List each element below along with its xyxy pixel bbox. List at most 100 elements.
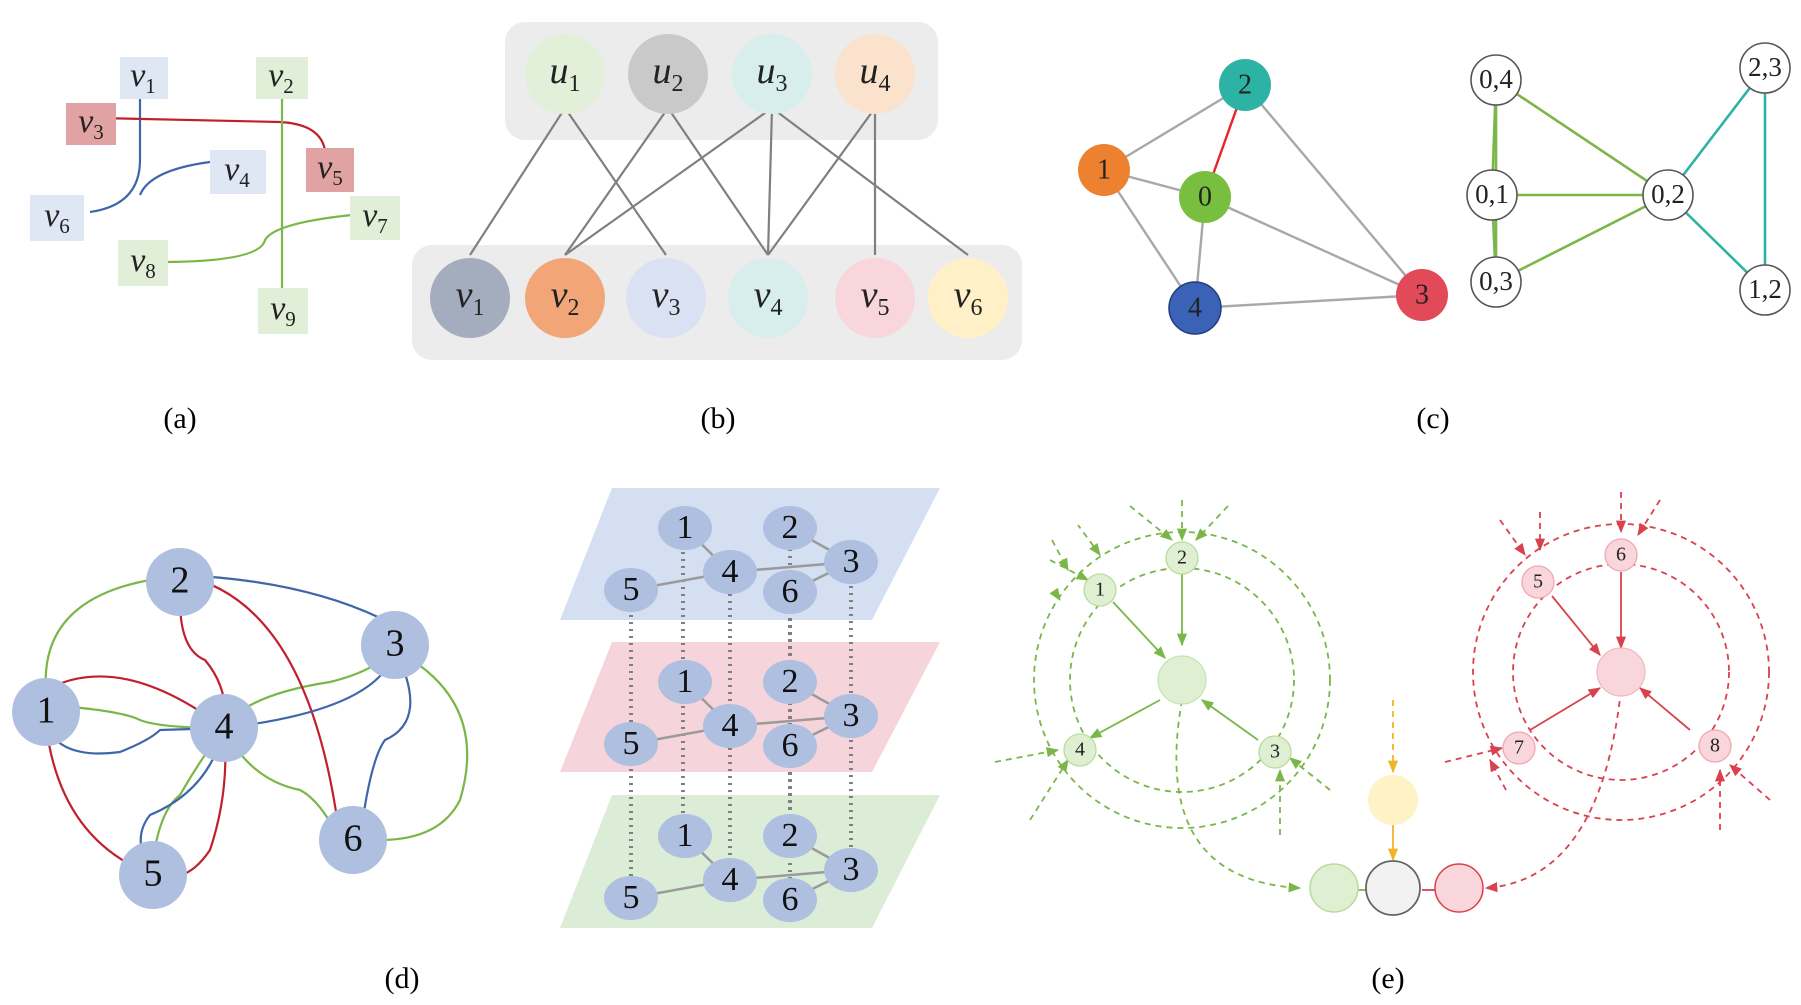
- panel-c-pair-label: 0,3: [1479, 266, 1513, 296]
- red-aggregate-node: [1434, 863, 1484, 913]
- layer-node-4: [703, 858, 757, 902]
- panel-a: [30, 57, 400, 334]
- panel-c-pair-label: 1,2: [1748, 274, 1782, 304]
- layer-node-label: 6: [782, 881, 799, 918]
- panel-c-node-3: [1396, 269, 1448, 321]
- panel-a-label-v1: v1: [130, 57, 156, 98]
- panel-c-pair-label: 0,1: [1475, 179, 1509, 209]
- caption-c: (c): [1416, 402, 1449, 435]
- panel-e-green-node-1: [1083, 573, 1117, 607]
- layer-node-label: 6: [782, 727, 799, 764]
- panel-b-bottom-label: v1: [456, 274, 485, 321]
- layer-node-label: 5: [623, 571, 640, 608]
- caption-e: (e): [1371, 962, 1404, 995]
- panel-d-node-4: [190, 694, 258, 762]
- panel-e: [994, 492, 1771, 916]
- target-node: [1365, 860, 1421, 916]
- layer-node-label: 1: [677, 509, 694, 546]
- panel-b-bottom-node: [835, 258, 915, 338]
- panel-c-node-label: 3: [1415, 279, 1429, 310]
- panel-b-bottom-node: [430, 258, 510, 338]
- panel-b-top-node: [835, 34, 915, 114]
- panel-c-pair-label: 0,4: [1479, 64, 1513, 94]
- panel-d-node-label: 6: [344, 818, 363, 860]
- panel-d-node-6: [319, 806, 387, 874]
- panel-c-pair-node: [1739, 42, 1791, 94]
- panel-c-pair-label: 0,2: [1651, 179, 1685, 209]
- panel-a-label-v7: v7: [362, 197, 388, 238]
- panel-e-red-label: 8: [1710, 735, 1720, 757]
- panel-b-bottom-node: [525, 258, 605, 338]
- panel-d-node-label: 1: [37, 690, 56, 732]
- panel-e-green-label: 2: [1177, 547, 1187, 569]
- panel-e-red-node-8: [1698, 729, 1732, 763]
- panel-e-red-label: 7: [1514, 737, 1524, 759]
- layer-node-6: [763, 570, 817, 614]
- green-center-node: [1157, 655, 1207, 705]
- panel-d-node-label: 4: [215, 706, 234, 748]
- layer-node-label: 3: [843, 851, 860, 888]
- layer-node-3: [824, 848, 878, 892]
- layer-node-label: 1: [677, 817, 694, 854]
- panel-b-top-node: [525, 34, 605, 114]
- panel-a-label-v2: v2: [268, 57, 294, 98]
- yellow-node: [1368, 775, 1418, 825]
- layer-node-label: 2: [782, 663, 799, 700]
- panel-d-node-label: 2: [171, 560, 190, 602]
- panel-d-node-label: 5: [144, 853, 163, 895]
- panel-e-red-node-6: [1604, 538, 1638, 572]
- panel-b-bottom-label: v4: [754, 274, 783, 321]
- panel-b-top-label: u4: [860, 50, 891, 97]
- panel-a-label-v6: v6: [44, 197, 70, 238]
- panel-b-top-label: u3: [757, 50, 788, 97]
- layer-node-1: [658, 506, 712, 550]
- panel-b-top-node: [732, 34, 812, 114]
- layer-node-label: 5: [623, 879, 640, 916]
- layer-node-2: [763, 660, 817, 704]
- panel-b-top-label: u1: [550, 50, 581, 97]
- panel-e-green-label: 1: [1095, 579, 1105, 601]
- panel-d-node-3: [361, 611, 429, 679]
- panel-d-nodes: 1 2 3 4 5 6: [12, 548, 429, 909]
- layer-node-label: 5: [623, 725, 640, 762]
- layer-node-4: [703, 550, 757, 594]
- layer-node-3: [824, 694, 878, 738]
- layer-node-label: 2: [782, 509, 799, 546]
- panel-a-label-v9: v9: [270, 290, 296, 331]
- layer-node-label: 4: [722, 553, 739, 590]
- layer-node-label: 2: [782, 817, 799, 854]
- layer-node-label: 4: [722, 707, 739, 744]
- panel-a-label-v5: v5: [317, 149, 343, 190]
- layer-node-2: [763, 814, 817, 858]
- layer-node-label: 3: [843, 697, 860, 734]
- panel-e-red-label: 5: [1533, 571, 1543, 593]
- panel-d-node-2: [146, 548, 214, 616]
- layer-node-label: 6: [782, 573, 799, 610]
- panel-c-node-label: 1: [1097, 154, 1111, 185]
- layer-node-label: 4: [722, 861, 739, 898]
- panel-d-node-1: [12, 678, 80, 746]
- caption-a: (a): [163, 402, 196, 435]
- panel-e-red-label: 6: [1616, 544, 1626, 566]
- layer-node-3: [824, 540, 878, 584]
- panel-c-pair-node: [1466, 169, 1518, 221]
- panel-a-label-v8: v8: [130, 242, 156, 283]
- panel-b-bottom-label: v3: [652, 274, 681, 321]
- panel-d-node-label: 3: [386, 623, 405, 665]
- layer-node-5: [604, 876, 658, 920]
- caption-d: (d): [385, 962, 420, 995]
- panel-b-bottom-node: [928, 258, 1008, 338]
- layer-node-label: 1: [677, 663, 694, 700]
- panel-c-node-label: 0: [1198, 181, 1212, 212]
- red-center-node: [1596, 647, 1646, 697]
- layer-node-5: [604, 722, 658, 766]
- panel-c-pair-node: [1642, 169, 1694, 221]
- multilayer-network: [560, 488, 940, 928]
- green-aggregate-node: [1309, 863, 1359, 913]
- panel-b-top-label: u2: [653, 50, 684, 97]
- panel-c-pair-label: 2,3: [1748, 52, 1782, 82]
